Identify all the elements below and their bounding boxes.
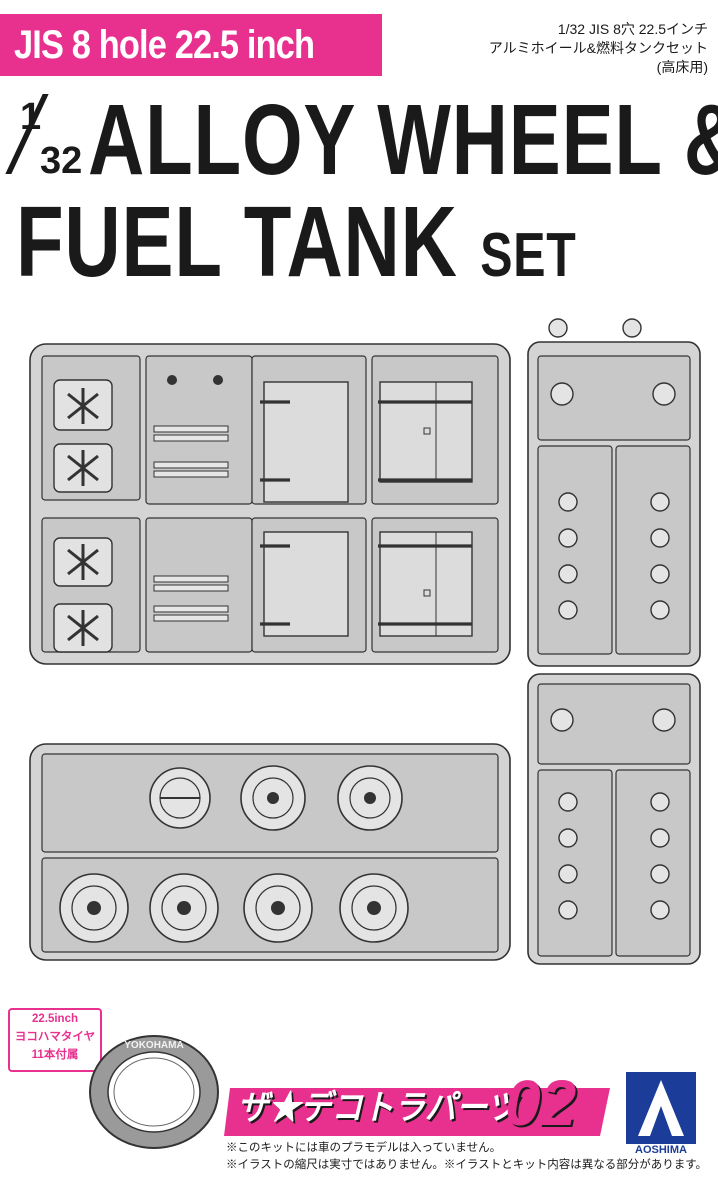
series-tag-banner: JIS 8 hole 22.5 inch: [0, 14, 382, 76]
scale-fraction: 1 32: [5, 92, 82, 182]
nut-sprue-large: [527, 318, 701, 667]
disclaimer-notes: ※このキットには車のプラモデルは入っていません。 ※イラストの縮尺は実寸ではあり…: [226, 1140, 707, 1174]
series-band: [224, 1088, 610, 1136]
badge-line1: 22.5inch: [31, 1013, 79, 1025]
scale-denominator: 32: [40, 140, 83, 182]
tire-illustration: YOKOHAMA: [89, 1035, 219, 1149]
series-number: 02: [505, 1067, 577, 1139]
jp-title-line1: 1/32 JIS 8穴 22.5インチ: [557, 21, 708, 37]
series-tag: JIS 8 hole 22.5 inch: [14, 23, 315, 67]
header-band: JIS 8 hole 22.5 inch 1/32 JIS 8穴 22.5インチ…: [0, 0, 718, 80]
jp-title: 1/32 JIS 8穴 22.5インチ アルミホイール&燃料タンクセット (高床…: [489, 20, 708, 77]
jp-title-line2: アルミホイール&燃料タンクセット: [488, 40, 708, 56]
note-line1: ※このキットには車のプラモデルは入っていません。: [226, 1142, 502, 1154]
product-title-line2: FUEL TANK SET: [16, 192, 577, 292]
note-line2: ※イラストの縮尺は実寸ではありません。※イラストとキット内容は異なる部分がありま…: [226, 1159, 708, 1171]
product-title-line1: ALLOY WHEEL &: [88, 84, 718, 196]
wheel-sprue: [29, 743, 511, 961]
aoshima-logo: [626, 1072, 696, 1144]
jp-title-line3: (高床用): [656, 59, 708, 75]
product-title-suffix: SET: [480, 221, 577, 290]
series-name: ザ★デコトラパーツ: [237, 1089, 518, 1127]
included-tires-badge: 22.5inch ヨコハマタイヤ 11本付属: [8, 1008, 102, 1072]
badge-line2: ヨコハマタイヤ: [14, 1031, 96, 1043]
nut-sprue-small: [527, 673, 701, 965]
fuel-tank-sprue: [29, 343, 511, 665]
brand-name: AOSHIMA: [635, 1144, 687, 1156]
badge-line3: 11本付属: [31, 1049, 79, 1061]
tire-brand: YOKOHAMA: [124, 1040, 183, 1051]
product-title-main: FUEL TANK: [16, 186, 458, 298]
